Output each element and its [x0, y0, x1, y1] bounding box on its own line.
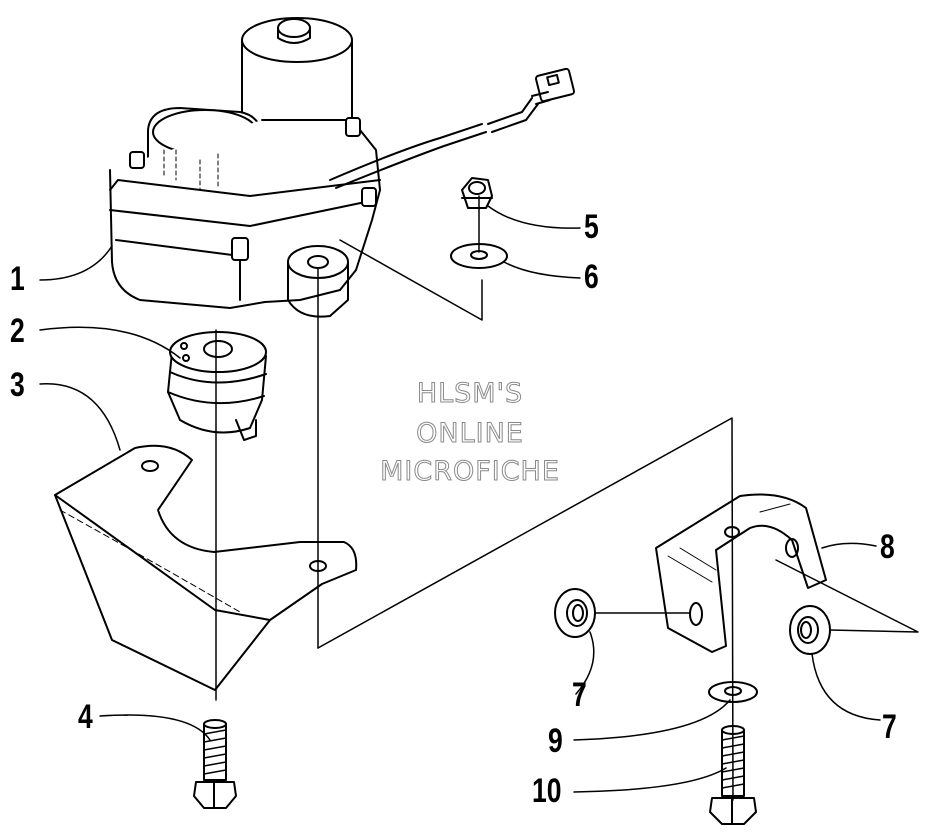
callout-9: 9	[548, 722, 563, 760]
callout-7-right: 7	[882, 708, 897, 746]
callout-10: 10	[532, 772, 562, 810]
callout-7-left: 7	[572, 676, 587, 714]
grommet-7-right	[789, 605, 831, 655]
watermark-line-3: MICROFICHE	[380, 456, 560, 488]
callout-6: 6	[584, 258, 599, 296]
callout-4: 4	[78, 698, 93, 736]
callout-5: 5	[584, 208, 599, 246]
flat-washer-6	[450, 243, 508, 269]
callout-1: 1	[10, 260, 25, 298]
u-bracket-8	[655, 493, 827, 653]
watermark-line-1: HLSM'S	[416, 378, 524, 410]
callout-3: 3	[10, 366, 25, 404]
watermark-line-2: ONLINE	[416, 418, 524, 450]
mounting-bracket	[54, 444, 358, 691]
lock-nut-5	[461, 177, 493, 209]
callout-8: 8	[880, 528, 895, 566]
leader-lines	[39, 205, 881, 793]
actuator-motor-assembly	[109, 17, 576, 318]
callout-2: 2	[10, 312, 25, 350]
bushing-collar	[167, 331, 267, 441]
bolt-4	[193, 719, 237, 809]
grommet-7-left	[554, 588, 596, 638]
assembly-lines	[215, 195, 919, 801]
